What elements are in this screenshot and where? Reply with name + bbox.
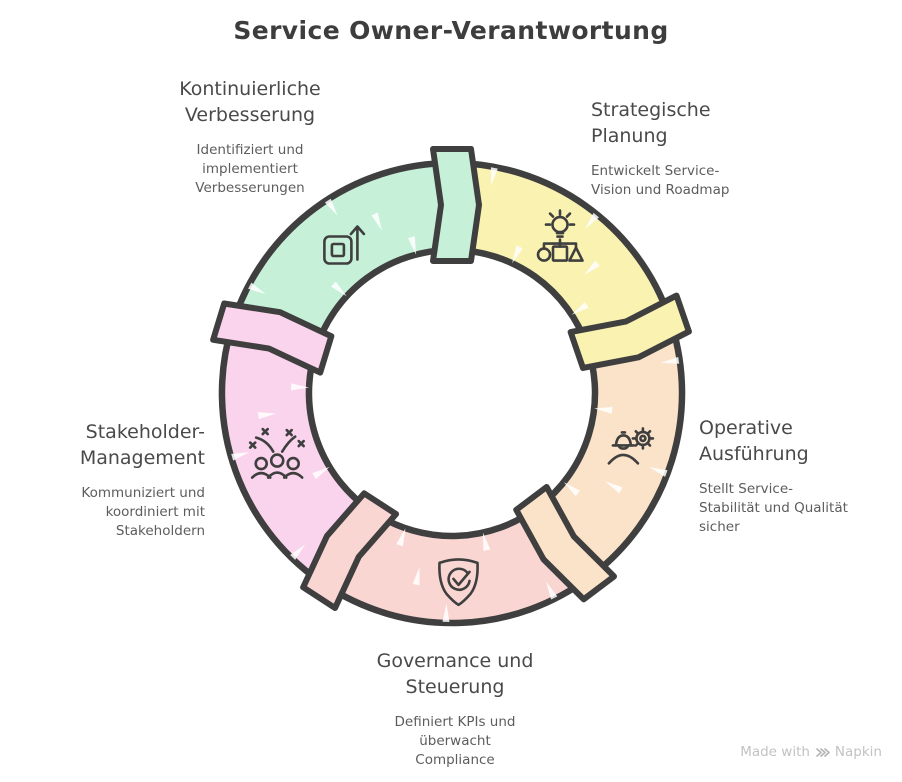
segment-description-line: koordiniert mit bbox=[105, 504, 205, 520]
segment-label: Strategische Planung bbox=[591, 97, 821, 149]
texture-speck bbox=[412, 566, 420, 586]
label-kontinuierliche-verbesserung: Kontinuierliche Verbesserung Identifizie… bbox=[120, 76, 380, 198]
segment-description-line: Identifiziert und bbox=[196, 142, 304, 158]
watermark[interactable]: Made with Napkin bbox=[740, 744, 882, 760]
shield-check-icon bbox=[438, 558, 479, 607]
texture-speck bbox=[312, 466, 330, 480]
texture-speck bbox=[571, 301, 589, 315]
segment-description-line: Stakeholdern bbox=[115, 523, 205, 539]
segment-label: Governance und Steuerung bbox=[330, 648, 580, 700]
segment-label-line: Verbesserung bbox=[184, 104, 316, 126]
texture-speck bbox=[290, 383, 310, 391]
texture-speck bbox=[396, 528, 406, 547]
texture-speck bbox=[660, 356, 680, 364]
segment-description-line: Vision und Roadmap bbox=[591, 182, 730, 198]
texture-speck bbox=[649, 467, 668, 477]
label-operative-ausfuehrung: Operative Ausführung Stellt Service- Sta… bbox=[699, 415, 894, 537]
segment-description-line: implementiert bbox=[202, 161, 298, 177]
segment-description-line: Definiert KPIs und bbox=[394, 714, 516, 730]
label-strategische-planung: Strategische Planung Entwickelt Service-… bbox=[591, 97, 821, 200]
texture-speck bbox=[482, 532, 491, 551]
segment-description-line: Compliance bbox=[415, 752, 495, 768]
segment-description: Stellt Service- Stabilität und Qualität … bbox=[699, 480, 894, 537]
segment-description-line: überwacht bbox=[419, 733, 491, 749]
texture-speck bbox=[490, 167, 498, 186]
label-stakeholder-management: Stakeholder- Management Kommuniziert und… bbox=[30, 419, 205, 541]
segment-description-line: Entwickelt Service- bbox=[591, 163, 720, 179]
lightbulb-strategy-icon bbox=[536, 209, 584, 262]
segment-label-line: Operative bbox=[699, 417, 793, 439]
texture-speck bbox=[371, 212, 382, 231]
texture-speck bbox=[257, 412, 277, 420]
ring-band-kontinuierliche-verbesserung bbox=[430, 146, 482, 264]
segment-label-line: Ausführung bbox=[699, 443, 809, 465]
page-title: Service Owner-Verantwortung bbox=[233, 16, 669, 45]
segment-label: Kontinuierliche Verbesserung bbox=[120, 76, 380, 128]
texture-speck bbox=[512, 245, 523, 264]
label-governance-und-steuerung: Governance und Steuerung Definiert KPIs … bbox=[330, 648, 580, 770]
segment-description-line: sicher bbox=[699, 519, 740, 535]
segment-description-line: Kommuniziert und bbox=[81, 485, 205, 501]
ring-texture bbox=[231, 167, 680, 622]
segment-description-line: Verbesserungen bbox=[195, 180, 305, 196]
ring-bands bbox=[210, 146, 692, 611]
watermark-text: Made with bbox=[740, 744, 810, 760]
segment-description: Definiert KPIs und überwacht Compliance bbox=[330, 713, 580, 770]
texture-speck bbox=[546, 581, 558, 600]
segment-label: Stakeholder- Management bbox=[30, 419, 205, 471]
texture-speck bbox=[290, 544, 306, 560]
texture-speck bbox=[442, 603, 450, 622]
box-arrow-up-icon bbox=[323, 225, 366, 265]
ring-band-stakeholder-management bbox=[210, 300, 335, 376]
segment-description: Entwickelt Service- Vision und Roadmap bbox=[591, 162, 821, 200]
ring-band-governance-und-steuerung bbox=[300, 490, 400, 611]
segment-description: Kommuniziert und koordiniert mit Stakeho… bbox=[30, 484, 205, 541]
segment-description: Identifiziert und implementiert Verbesse… bbox=[120, 141, 380, 198]
people-celebration-icon bbox=[248, 427, 306, 479]
texture-speck bbox=[563, 482, 581, 497]
texture-speck bbox=[584, 260, 600, 276]
ring-band-strategische-planung bbox=[567, 292, 692, 371]
texture-speck bbox=[248, 282, 266, 295]
texture-speck bbox=[331, 281, 347, 297]
segment-label-line: Planung bbox=[591, 125, 668, 147]
texture-speck bbox=[605, 481, 623, 494]
segment-description-line: Stabilität und Qualität bbox=[699, 500, 848, 516]
segment-label: Operative Ausführung bbox=[699, 415, 894, 467]
texture-speck bbox=[408, 236, 416, 255]
segment-label-line: Governance und bbox=[376, 650, 534, 672]
watermark-brand: Napkin bbox=[834, 744, 882, 760]
worker-gear-icon bbox=[607, 427, 655, 465]
texture-speck bbox=[231, 452, 250, 461]
segment-label-line: Strategische bbox=[591, 99, 711, 121]
texture-speck bbox=[324, 198, 338, 216]
segment-label-line: Steuerung bbox=[405, 676, 505, 698]
segment-label-line: Stakeholder- bbox=[85, 421, 205, 443]
segment-label-line: Management bbox=[79, 447, 205, 469]
napkin-chevrons-icon bbox=[815, 745, 830, 760]
ring-icons bbox=[248, 209, 655, 607]
texture-speck bbox=[594, 406, 613, 414]
segment-label-line: Kontinuierliche bbox=[179, 78, 321, 100]
ring-band-operative-ausfuehrung bbox=[513, 483, 618, 603]
segment-description-line: Stellt Service- bbox=[699, 481, 794, 497]
texture-speck bbox=[584, 212, 599, 230]
